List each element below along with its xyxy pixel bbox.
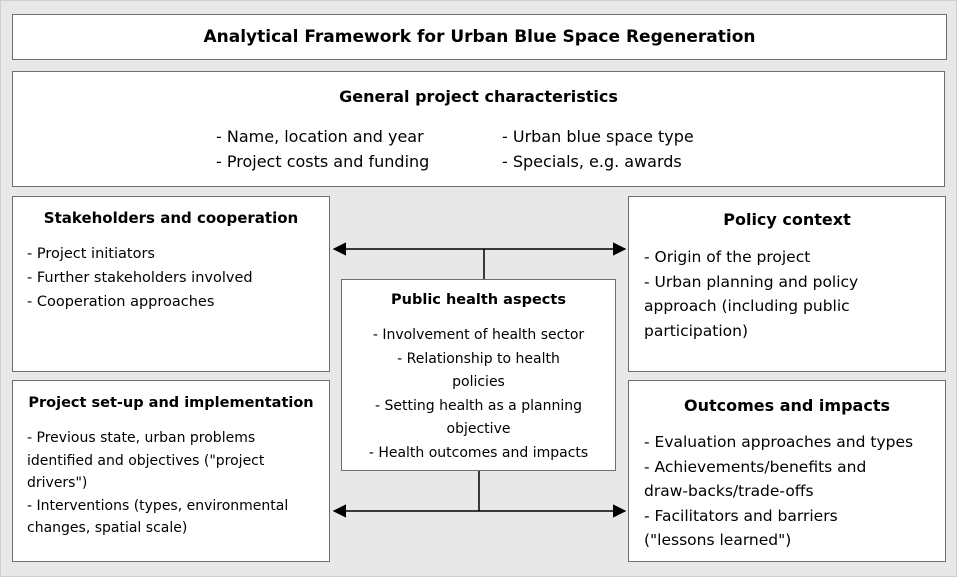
list-item: - Name, location and year	[216, 127, 424, 146]
health-heading: Public health aspects	[391, 292, 566, 308]
list-line: - Involvement of health sector	[372, 327, 585, 343]
list-item: - Further stakeholders involved	[27, 270, 253, 286]
list-line: participation)	[644, 321, 748, 340]
list-line: - Evaluation approaches and types	[644, 433, 914, 451]
general-list-left: - Name, location and year - Project cost…	[216, 124, 429, 174]
setup-list: - Previous state, urban problems identif…	[27, 427, 288, 540]
public-health-box: Public health aspects - Involvement of h…	[341, 279, 616, 471]
stakeholders-box: Stakeholders and cooperation - Project i…	[12, 196, 330, 372]
list-item: - Cooperation approaches	[27, 294, 215, 310]
list-line: - Origin of the project	[644, 248, 811, 266]
list-line: - Setting health as a planning	[375, 397, 582, 414]
setup-heading: Project set-up and implementation	[28, 395, 314, 411]
list-line: - Relationship to health	[397, 350, 560, 367]
list-line: approach (including public	[644, 297, 850, 315]
health-list: - Involvement of health sector - Relatio…	[348, 324, 609, 465]
stakeholders-heading: Stakeholders and cooperation	[43, 209, 299, 227]
list-line: - Facilitators and barriers	[644, 506, 838, 525]
general-list-right: - Urban blue space type - Specials, e.g.…	[502, 124, 694, 174]
list-item: - Project initiators	[27, 246, 155, 262]
outcomes-heading: Outcomes and impacts	[683, 396, 890, 415]
list-line: objective	[446, 421, 511, 437]
setup-implementation-box: Project set-up and implementation - Prev…	[12, 380, 330, 562]
list-line: identified and objectives ("project	[27, 452, 265, 469]
list-item: - Project costs and funding	[216, 152, 430, 171]
list-line: - Achievements/benefits and	[644, 457, 867, 476]
framework-title-box: Analytical Framework for Urban Blue Spac…	[12, 14, 947, 60]
policy-context-box: Policy context - Origin of the project -…	[628, 196, 946, 372]
general-heading: General project characteristics	[339, 87, 618, 106]
list-line: drivers")	[27, 475, 88, 491]
framework-title: Analytical Framework for Urban Blue Spac…	[203, 27, 756, 47]
list-item: - Urban blue space type	[502, 127, 694, 146]
list-line: draw-backs/trade-offs	[644, 482, 814, 500]
list-line: - Previous state, urban problems	[27, 430, 256, 446]
list-line: - Interventions (types, environmental	[27, 497, 289, 514]
stakeholders-list: - Project initiators - Further stakehold…	[27, 242, 253, 314]
list-line: policies	[452, 374, 505, 390]
policy-heading: Policy context	[723, 210, 851, 229]
general-characteristics-box: General project characteristics - Name, …	[12, 71, 945, 187]
outcomes-list: - Evaluation approaches and types - Achi…	[644, 430, 913, 553]
list-line: ("lessons learned")	[644, 531, 792, 549]
list-item: - Specials, e.g. awards	[502, 152, 682, 171]
list-line: changes, spatial scale)	[27, 520, 188, 536]
list-line: - Health outcomes and impacts	[368, 444, 589, 461]
list-line: - Urban planning and policy	[644, 272, 859, 291]
policy-list: - Origin of the project - Urban planning…	[644, 245, 858, 343]
outcomes-impacts-box: Outcomes and impacts - Evaluation approa…	[628, 380, 946, 562]
